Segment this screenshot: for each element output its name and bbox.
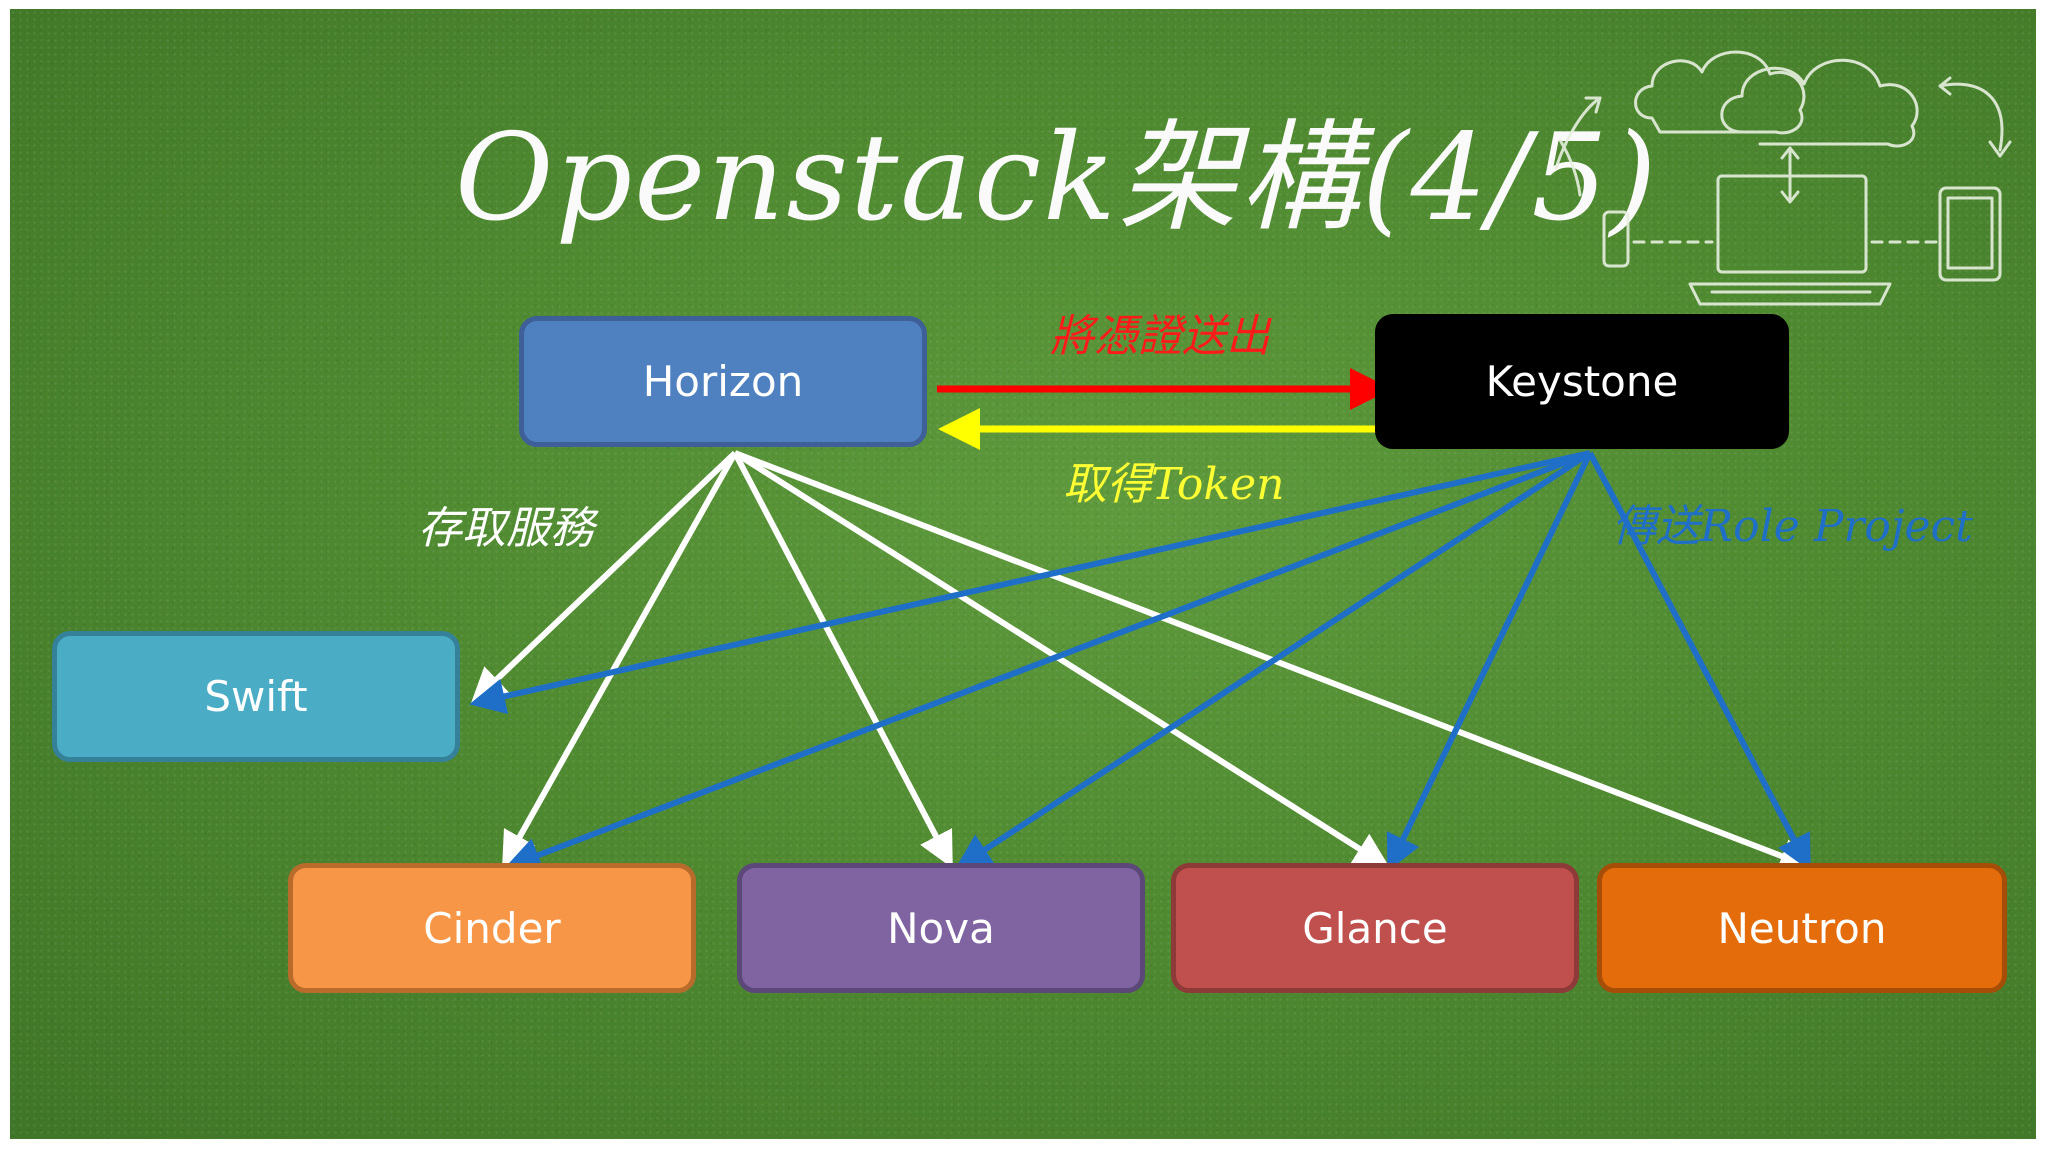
- arrow-horizon-cinder: [502, 451, 738, 869]
- arrow-keystone-neutron: [1587, 451, 1811, 872]
- node-nova: Nova: [737, 863, 1145, 993]
- node-neutron: Neutron: [1597, 863, 2007, 993]
- node-glance: Glance: [1171, 863, 1579, 993]
- arrow-keystone-swift: [469, 450, 1591, 715]
- node-swift: Swift: [52, 631, 460, 762]
- node-keystone: Keystone: [1375, 314, 1789, 449]
- node-cinder: Cinder: [288, 863, 696, 993]
- page-title: Openstack架構(4/5): [455, 109, 1659, 248]
- arrow-keystone-nova: [954, 450, 1592, 870]
- label-get-token: 取得Token: [1063, 459, 1285, 510]
- arrow-horizon-nova: [732, 451, 953, 869]
- cloud-devices-icon: [1554, 50, 2012, 306]
- label-access-service: 存取服務: [418, 503, 594, 554]
- arrow-keystone-glance: [1386, 451, 1593, 872]
- arrow-horizon-glance: [733, 450, 1391, 869]
- node-horizon: Horizon: [519, 316, 927, 447]
- arrow-horizon-swift: [470, 450, 738, 705]
- label-send-role-project: 傳送Role Project: [1612, 501, 1973, 552]
- arrow-keystone-cinder: [504, 450, 1592, 873]
- label-send-credentials: 將憑證送出: [1050, 311, 1270, 362]
